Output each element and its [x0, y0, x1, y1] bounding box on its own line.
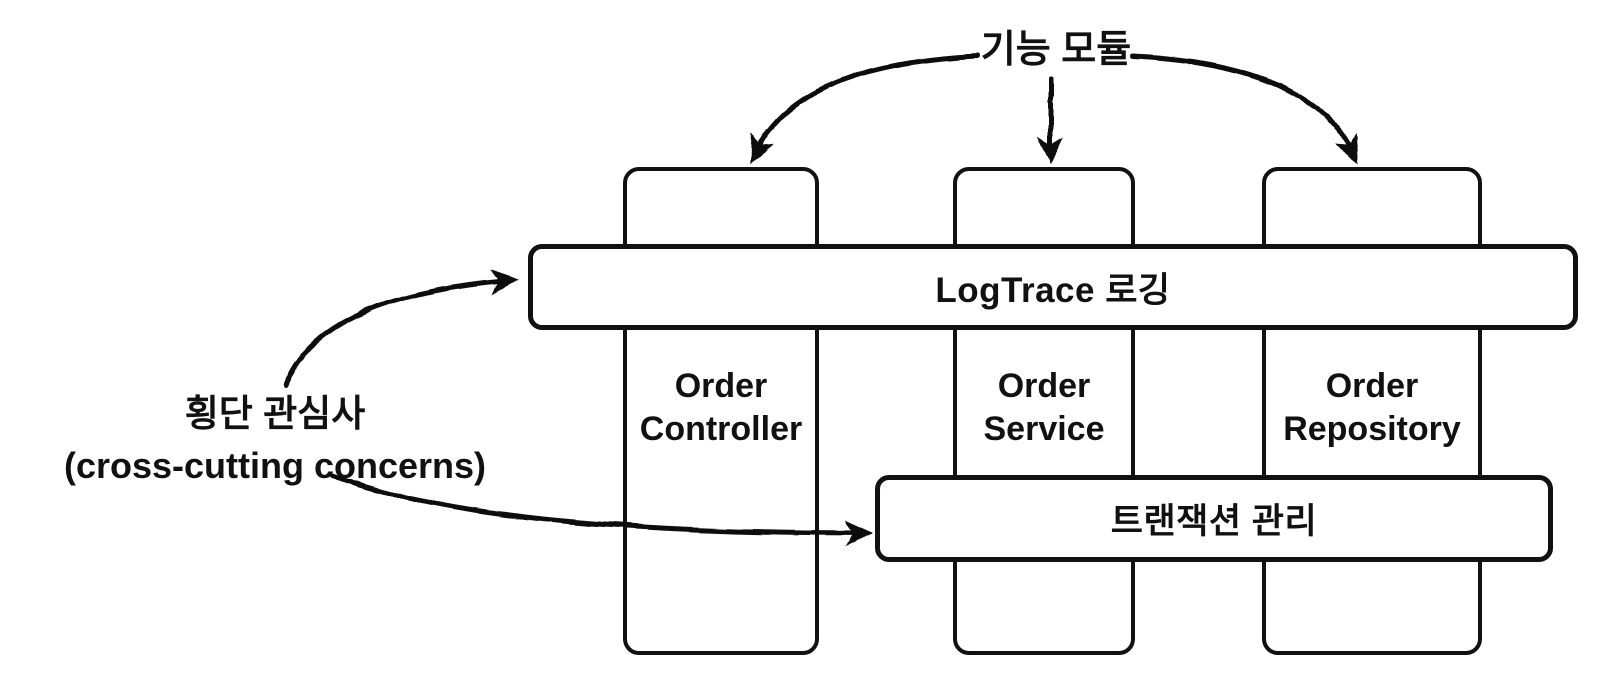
cross-cutting-label-en: (cross-cutting concerns) [63, 445, 487, 486]
module-label-order-repository: Order Repository [1283, 367, 1461, 448]
concern-label-logtrace: LogTrace 로깅 [935, 270, 1171, 310]
cross-cutting-label: 횡단 관심사 (cross-cutting concerns) [55, 388, 495, 492]
concern-bar-logtrace: LogTrace 로깅 [528, 244, 1578, 330]
module-label-order-controller: Order Controller [639, 367, 803, 448]
feature-module-label: 기능 모듈 [980, 29, 1132, 71]
concern-label-transaction: 트랜잭션 관리 [1110, 502, 1318, 541]
arrow-crosscut-to-logtrace [283, 269, 519, 388]
module-label-order-service: Order Service [983, 367, 1105, 448]
cross-cutting-label-ko: 횡단 관심사 [184, 393, 366, 434]
concern-bar-transaction: 트랜잭션 관리 [875, 475, 1553, 562]
